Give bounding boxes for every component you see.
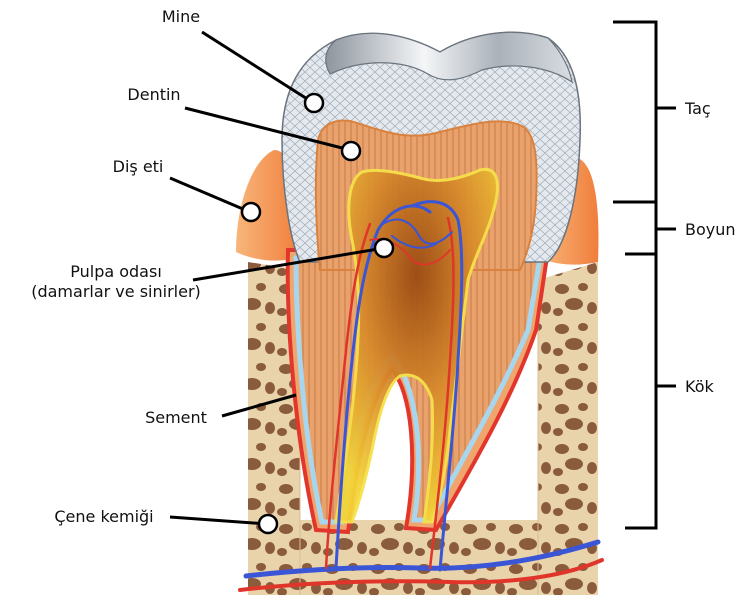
root-bracket xyxy=(625,254,656,528)
jawbone-marker xyxy=(259,515,277,533)
root-label: Kök xyxy=(685,377,714,396)
gum-leader xyxy=(170,178,250,212)
enamel-label: Mine xyxy=(162,7,200,26)
pulp-label-line2: (damarlar ve sinirler) xyxy=(31,282,201,301)
pulp-marker xyxy=(375,239,393,257)
enamel-leader xyxy=(202,32,312,102)
pulp-label-line1: Pulpa odası xyxy=(70,262,162,281)
dentin-label: Dentin xyxy=(127,85,180,104)
neck-label: Boyun xyxy=(685,220,736,239)
region-brackets: Taç Boyun Kök xyxy=(613,22,736,528)
gum-label: Diş eti xyxy=(113,157,164,176)
neck-bracket xyxy=(625,202,656,254)
dentin-marker xyxy=(342,142,360,160)
gum-marker xyxy=(242,203,260,221)
crown-label: Taç xyxy=(684,99,711,118)
part-labels: Mine Dentin Diş eti Pulpa odası (damarla… xyxy=(31,7,207,526)
jawbone-label: Çene kemiği xyxy=(54,507,153,526)
crown-bracket xyxy=(613,22,656,202)
enamel-marker xyxy=(305,94,323,112)
cementum-label: Sement xyxy=(145,408,207,427)
